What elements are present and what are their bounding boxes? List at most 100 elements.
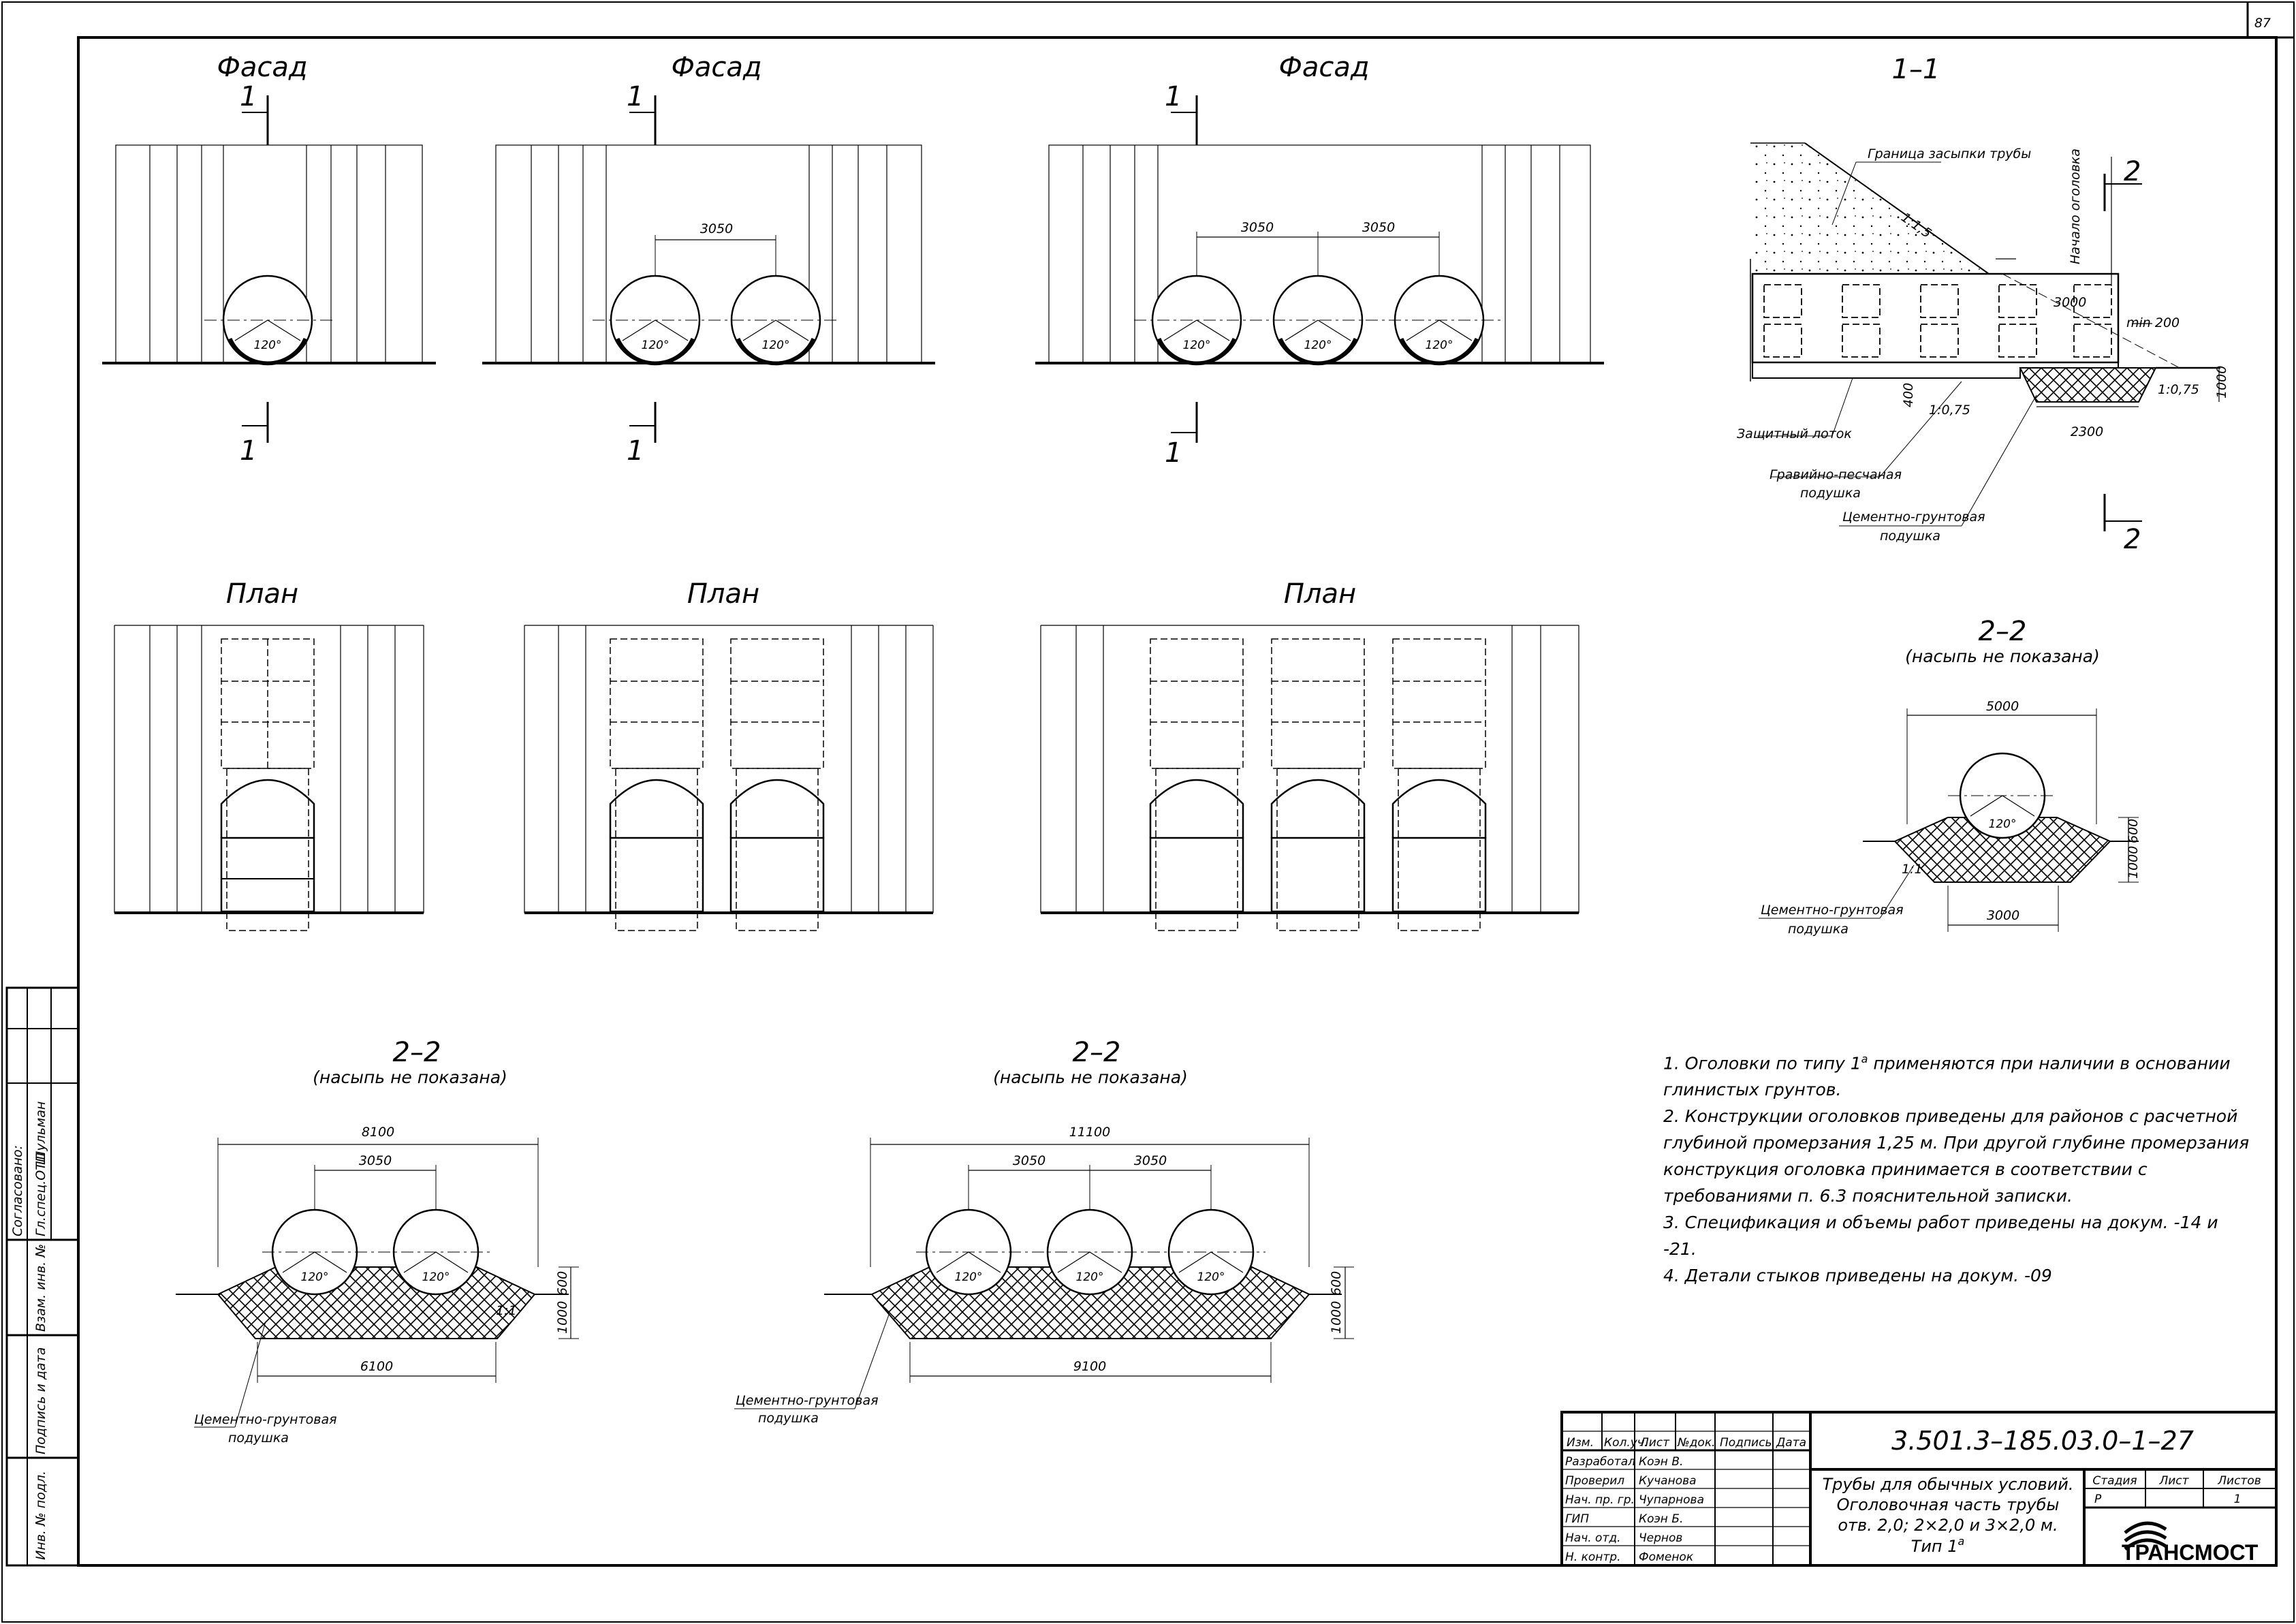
facade-3-angle-a: 120° — [1183, 339, 1211, 352]
tb-h-sign: Подпись — [1720, 1436, 1772, 1450]
dim-1000-11: 1000 — [2214, 366, 2229, 399]
section-2-2-single: 2–2 (насыпь не показана) 5000 120° 3000 … — [1759, 616, 2141, 937]
stamp-inv-orig: Инв. № подл. — [33, 1471, 48, 1560]
tb-name-1: Кучанова — [1639, 1474, 1697, 1488]
plan-2 — [524, 625, 934, 931]
dim-3050-c2: 3050 — [1134, 1153, 1167, 1168]
tb-name-2: Чупарнова — [1639, 1493, 1704, 1507]
tb-h-izm: Изм. — [1567, 1436, 1594, 1450]
tb-sheets-v: 1 — [2234, 1493, 2242, 1506]
label-gravel-sand-2: подушка — [1800, 486, 1861, 501]
facade-2-cut-bottom: 1 — [627, 435, 644, 467]
tb-doc-code: 3.501.3–185.03.0–1–27 — [1891, 1426, 2194, 1456]
note-4: 4. Детали стыков приведены на докум. -09 — [1663, 1262, 2256, 1289]
logo-text: ТРАНСМОСТ — [2122, 1540, 2259, 1565]
plan-1 — [114, 625, 424, 931]
facade-title-3: Фасад — [1278, 52, 1369, 83]
plan-3 — [1040, 625, 1579, 931]
stamp-inv-replace: Взам. инв. № — [33, 1244, 48, 1332]
tb-h-ndoc: №док. — [1677, 1436, 1716, 1450]
facade-1-ribs — [149, 145, 386, 363]
tb-h-kolich: Кол.уч. — [1604, 1436, 1648, 1450]
note-4-text: 4. Детали стыков приведены на докум. -09 — [1663, 1266, 2052, 1286]
section-22-note-b: (насыпь не показана) — [313, 1067, 507, 1087]
tb-name-3: Коэн Б. — [1639, 1512, 1683, 1526]
section-22-note-a: (насыпь не показана) — [1905, 646, 2100, 666]
facade-1-angle: 120° — [254, 339, 282, 352]
tb-name-line-3: отв. 2,0; 2×2,0 и 3×2,0 м. — [1838, 1516, 2058, 1535]
stamp-gl-spec: Гл.спец.ОТП — [33, 1153, 48, 1236]
tb-name-line-1: Трубы для обычных условий. — [1823, 1475, 2074, 1494]
stamp-agreed: Согласовано: — [10, 1145, 25, 1236]
label-cement-soil-22b-2: подушка — [228, 1431, 289, 1446]
title-block — [1560, 1411, 2278, 1567]
plan-views: План План — [114, 578, 1579, 931]
facade-1 — [102, 95, 436, 443]
facade-title-2: Фасад — [671, 52, 761, 83]
label-headwall-start: Начало оголовка — [2068, 149, 2083, 264]
tb-type-sup: а — [1958, 1535, 1965, 1548]
section-2-2-double: 2–2 (насыпь не показана) 810 — [176, 1037, 579, 1446]
tb-type-label: Тип 1 — [1911, 1537, 1958, 1556]
angle-22-b1: 120° — [301, 1270, 329, 1284]
tb-role-5: Н. контр. — [1565, 1550, 1620, 1564]
tb-sheets-h: Листов — [2217, 1474, 2261, 1488]
section-22-title-c: 2–2 — [1073, 1037, 1121, 1068]
section-11-cut-top: 2 — [2124, 156, 2141, 187]
facade-views: Фасад 120° 1 1 Фасад — [102, 52, 1604, 469]
facade-1-cut-top: 1 — [240, 81, 257, 112]
stamp-sign-date: Подпись и дата — [33, 1347, 48, 1454]
angle-22-a: 120° — [1989, 817, 2017, 831]
label-gravel-sand-1: Гравийно-песчаная — [1770, 467, 1902, 482]
dim-1000-22a: 1000 — [2126, 846, 2141, 879]
note-3: 3. Спецификация и объемы работ приведены… — [1663, 1209, 2256, 1262]
dim-1000-22b: 1000 — [555, 1301, 570, 1334]
dim-9100: 9100 — [1073, 1359, 1106, 1374]
angle-22-c1: 120° — [955, 1270, 983, 1284]
dim-600-22a: 600 — [2126, 819, 2141, 843]
tb-name-0: Коэн В. — [1639, 1455, 1683, 1469]
label-protective-tray: Защитный лоток — [1737, 426, 1852, 441]
dim-11100: 11100 — [1069, 1125, 1110, 1140]
dim-3050-b: 3050 — [359, 1153, 392, 1168]
dim-600-22c: 600 — [1329, 1271, 1344, 1296]
dim-400: 400 — [1901, 383, 1916, 407]
plan-title-3: План — [1284, 578, 1356, 610]
dim-600-22b: 600 — [555, 1271, 570, 1296]
section-22-note-c: (насыпь не показана) — [993, 1067, 1188, 1087]
facade-1-cut-bottom: 1 — [240, 435, 257, 467]
facade-2-dim: 3050 — [700, 221, 733, 236]
label-cement-soil-11b: подушка — [1880, 529, 1940, 544]
dim-min200: min 200 — [2126, 315, 2180, 330]
label-cement-soil-11a: Цементно-грунтовая — [1842, 510, 1985, 525]
page-number: 87 — [2254, 16, 2271, 31]
facade-2-angle-a: 120° — [642, 339, 670, 352]
section-11-cut-bottom: 2 — [2124, 524, 2141, 555]
tb-stage-h: Стадия — [2092, 1474, 2137, 1488]
section-22-title-a: 2–2 — [1979, 616, 2027, 647]
facade-3-cut-top: 1 — [1165, 81, 1182, 112]
tb-role-0: Разработал — [1565, 1455, 1635, 1469]
note-2-text: 2. Конструкции оголовков приведены для р… — [1663, 1106, 2250, 1206]
tb-type: Тип 1а — [1911, 1535, 1965, 1556]
dim-3000-22: 3000 — [1987, 908, 2019, 923]
angle-22-b2: 120° — [422, 1270, 450, 1284]
side-stamp — [5, 986, 80, 1567]
dim-1000-22c: 1000 — [1329, 1301, 1344, 1334]
note-1-post: применяются при наличии в основании глин… — [1663, 1053, 2231, 1100]
section-22-title-b: 2–2 — [393, 1037, 441, 1068]
facade-2-angle-b: 120° — [762, 339, 790, 352]
section-1-1: 1–1 — [1737, 54, 2229, 555]
dim-3050-c1: 3050 — [1013, 1153, 1045, 1168]
note-3-text: 3. Спецификация и объемы работ приведены… — [1663, 1213, 2218, 1260]
note-1-sup: а — [1861, 1052, 1868, 1065]
facade-title-1: Фасад — [217, 52, 307, 83]
dim-3000-11: 3000 — [2054, 295, 2086, 310]
label-cement-soil-22c-1: Цементно-грунтовая — [736, 1393, 879, 1408]
slope-11-a: 1:1 — [1902, 862, 1923, 877]
label-cement-soil-22c-2: подушка — [758, 1411, 819, 1426]
dim-8100: 8100 — [362, 1125, 394, 1140]
label-cement-soil-22a-1: Цементно-грунтовая — [1761, 903, 1904, 918]
